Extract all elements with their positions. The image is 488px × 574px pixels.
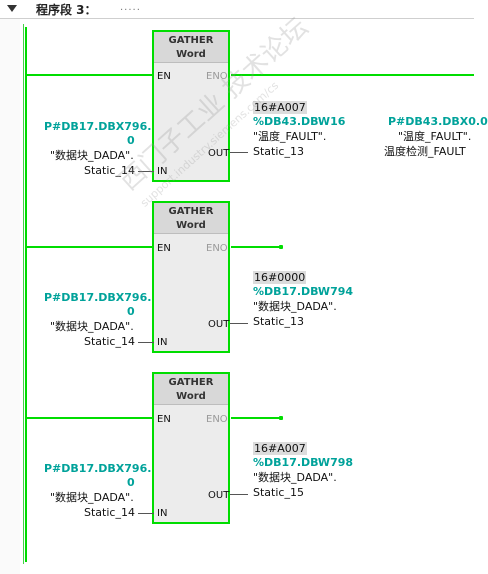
in-wire-2 (138, 342, 154, 343)
out-symbol-3[interactable]: "数据块_DADA". (253, 471, 337, 484)
pin-eno: ENO (206, 71, 228, 82)
in-address-2-bit[interactable]: 0 (127, 305, 135, 318)
pin-en: EN (157, 71, 171, 82)
out-address-2[interactable]: %DB17.DBW794 (253, 285, 354, 298)
gather-block-3[interactable]: GATHER Word EN ENO OUT IN (152, 372, 230, 524)
out-wire-1 (230, 152, 248, 153)
power-rail-shadow (23, 24, 24, 564)
right-operand-member[interactable]: 温度检测_FAULT (384, 145, 466, 158)
block-type[interactable]: Word (176, 391, 206, 402)
gather-block-2[interactable]: GATHER Word EN ENO OUT IN (152, 201, 230, 353)
out-wire-2 (230, 323, 248, 324)
in-wire-1 (138, 171, 154, 172)
right-operand-symbol[interactable]: "温度_FAULT". (398, 130, 472, 143)
eno-wire-2 (231, 246, 281, 248)
out-address-1[interactable]: %DB43.DBW16 (253, 115, 346, 128)
out-symbol-2-member[interactable]: Static_13 (253, 315, 304, 328)
out-symbol-1[interactable]: "温度_FAULT". (253, 130, 327, 143)
out-value-2: 16#0000 (253, 271, 307, 284)
block-header (154, 203, 228, 234)
block-title: GATHER (168, 377, 214, 388)
header-divider (0, 18, 474, 19)
in-address-1[interactable]: P#DB17.DBX796. (44, 120, 152, 133)
in-address-1-bit[interactable]: 0 (127, 134, 135, 147)
block-type[interactable]: Word (176, 220, 206, 231)
network-title[interactable]: 程序段 3： (36, 3, 97, 17)
in-address-2[interactable]: P#DB17.DBX796. (44, 291, 152, 304)
out-symbol-3-member[interactable]: Static_15 (253, 486, 304, 499)
pin-out: OUT (208, 148, 230, 159)
pin-in: IN (157, 508, 168, 519)
pin-en: EN (157, 243, 171, 254)
eno-end-3-icon (279, 416, 283, 420)
in-address-3[interactable]: P#DB17.DBX796. (44, 462, 152, 475)
out-symbol-2[interactable]: "数据块_DADA". (253, 300, 337, 313)
pin-eno: ENO (206, 414, 228, 425)
en-wire-1 (27, 74, 153, 76)
out-value-1: 16#A007 (253, 101, 307, 114)
out-wire-3 (230, 494, 248, 495)
eno-end-2-icon (279, 245, 283, 249)
eno-wire-1 (231, 74, 474, 76)
collapse-triangle-icon[interactable] (7, 5, 17, 12)
in-symbol-2-member[interactable]: Static_14 (84, 335, 135, 348)
pin-out: OUT (208, 319, 230, 330)
left-gutter (0, 19, 20, 574)
in-symbol-1-member[interactable]: Static_14 (84, 164, 135, 177)
block-header (154, 32, 228, 63)
in-symbol-3-member[interactable]: Static_14 (84, 506, 135, 519)
pin-eno: ENO (206, 243, 228, 254)
eno-wire-3 (231, 417, 281, 419)
out-value-3: 16#A007 (253, 442, 307, 455)
block-title: GATHER (168, 35, 214, 46)
block-title: GATHER (168, 206, 214, 217)
pin-in: IN (157, 337, 168, 348)
en-wire-2 (27, 246, 153, 248)
in-address-3-bit[interactable]: 0 (127, 476, 135, 489)
en-wire-3 (27, 417, 153, 419)
network-comment[interactable]: ..... (120, 2, 141, 13)
in-symbol-3[interactable]: "数据块_DADA". (50, 491, 134, 504)
pin-out: OUT (208, 490, 230, 501)
in-wire-3 (138, 513, 154, 514)
out-symbol-1-member[interactable]: Static_13 (253, 145, 304, 158)
power-rail (25, 27, 27, 562)
block-header (154, 374, 228, 405)
right-operand-address[interactable]: P#DB43.DBX0.0 (388, 115, 488, 128)
pin-in: IN (157, 166, 168, 177)
in-symbol-1[interactable]: "数据块_DADA". (50, 149, 134, 162)
gather-block-1[interactable]: GATHER Word EN ENO OUT IN (152, 30, 230, 182)
in-symbol-2[interactable]: "数据块_DADA". (50, 320, 134, 333)
pin-en: EN (157, 414, 171, 425)
out-address-3[interactable]: %DB17.DBW798 (253, 456, 354, 469)
network-header: 程序段 3： ..... (0, 0, 474, 18)
block-type[interactable]: Word (176, 49, 206, 60)
